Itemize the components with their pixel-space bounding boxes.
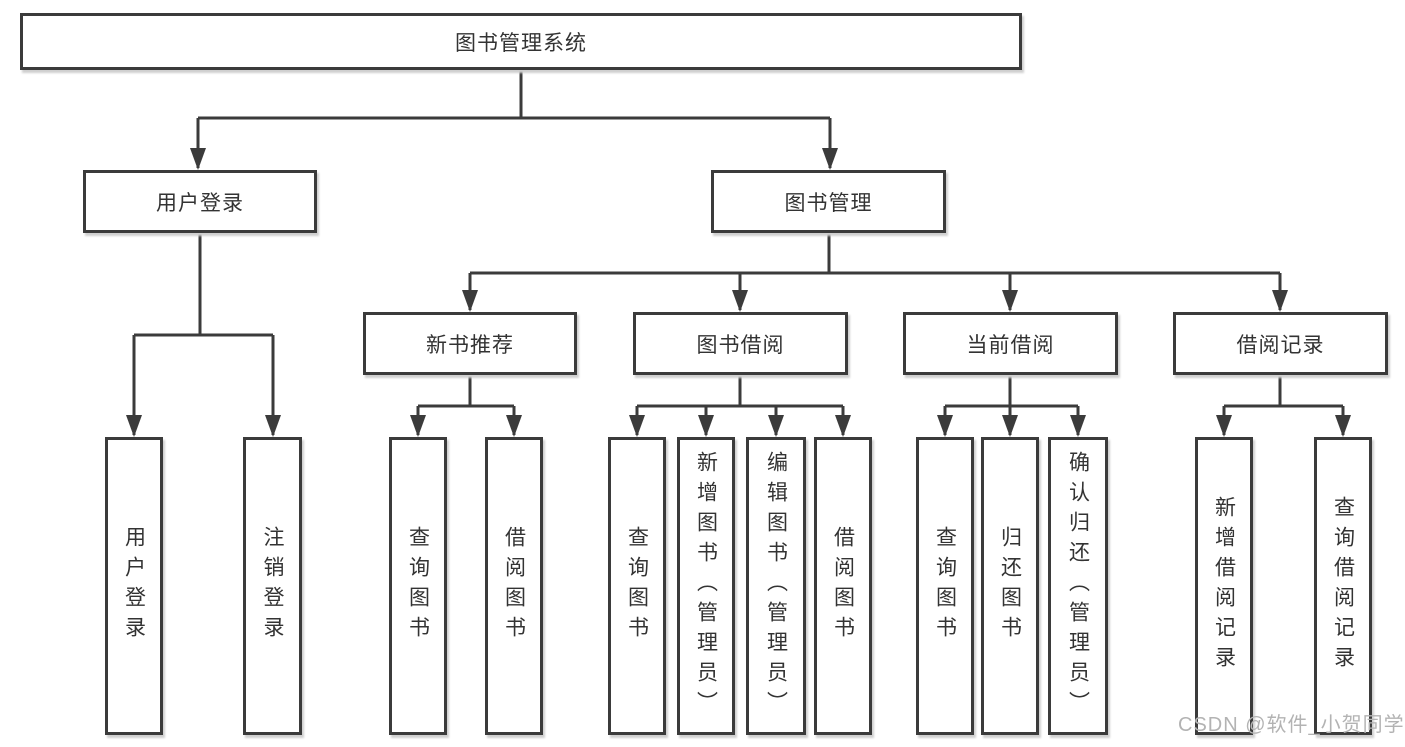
arrow-down-icon [1272, 290, 1288, 312]
leaf-borrow-books-recommend: 借阅图书 [485, 437, 543, 735]
node-borrowing-records: 借阅记录 [1173, 312, 1388, 375]
node-new-book-recommendation: 新书推荐 [363, 312, 577, 375]
node-book-management: 图书管理 [711, 170, 946, 233]
leaf-logout-login-label: 注销登录 [261, 526, 284, 646]
node-book-borrowing-label: 图书借阅 [696, 333, 785, 357]
arrow-down-icon [462, 290, 478, 312]
leaf-edit-books-admin: 编辑图书（管理员） [746, 437, 806, 735]
leaf-query-borrow-record-label: 查询借阅记录 [1331, 496, 1355, 676]
leaf-confirm-return-admin: 确认归还（管理员） [1048, 437, 1108, 735]
node-root-label: 图书管理系统 [455, 31, 587, 55]
leaf-query-borrow-record: 查询借阅记录 [1314, 437, 1372, 735]
leaf-return-books: 归还图书 [981, 437, 1039, 735]
arrow-down-icon [1335, 415, 1351, 437]
leaf-add-borrow-record: 新增借阅记录 [1195, 437, 1253, 735]
arrow-down-icon [768, 415, 784, 437]
arrow-down-icon [698, 415, 714, 437]
leaf-borrow-books-recommend-label: 借阅图书 [502, 526, 526, 646]
node-root: 图书管理系统 [20, 13, 1022, 70]
leaf-query-books-current: 查询图书 [916, 437, 974, 735]
node-user-login: 用户登录 [83, 170, 317, 233]
arrow-down-icon [190, 148, 206, 170]
arrow-down-icon [1002, 415, 1018, 437]
arrow-down-icon [1002, 290, 1018, 312]
leaf-return-books-label: 归还图书 [998, 526, 1022, 646]
node-book-borrowing: 图书借阅 [633, 312, 848, 375]
csdn-watermark: CSDN @软件_小贺同学 [1178, 714, 1405, 736]
connector-paths [132, 70, 1345, 435]
leaf-add-books-admin: 新增图书（管理员） [677, 437, 735, 735]
arrow-down-icon [126, 415, 142, 437]
node-borrowing-records-label: 借阅记录 [1236, 333, 1325, 357]
node-user-login-label: 用户登录 [156, 191, 244, 215]
leaf-user-login: 用户登录 [105, 437, 163, 735]
arrow-down-icon [937, 415, 953, 437]
arrow-down-icon [265, 415, 281, 437]
leaf-user-login-label: 用户登录 [122, 526, 146, 646]
leaf-add-books-admin-label: 新增图书（管理员） [694, 451, 718, 721]
leaf-query-books-borrowing: 查询图书 [608, 437, 666, 735]
arrowheads [126, 148, 1351, 437]
node-book-management-label: 图书管理 [784, 191, 873, 215]
node-current-borrowing: 当前借阅 [903, 312, 1118, 375]
leaf-query-books-borrowing-label: 查询图书 [625, 526, 649, 646]
leaf-query-books-recommend-label: 查询图书 [406, 526, 430, 646]
leaf-query-books-current-label: 查询图书 [933, 526, 957, 646]
leaf-logout-login: 注销登录 [243, 437, 302, 735]
arrow-down-icon [1216, 415, 1232, 437]
arrow-down-icon [410, 415, 426, 437]
arrow-down-icon [506, 415, 522, 437]
leaf-borrow-books-borrowing-label: 借阅图书 [831, 526, 855, 646]
leaf-confirm-return-admin-label: 确认归还（管理员） [1066, 451, 1090, 721]
leaf-query-books-recommend: 查询图书 [389, 437, 447, 735]
arrow-down-icon [835, 415, 851, 437]
node-current-borrowing-label: 当前借阅 [966, 333, 1055, 357]
leaf-add-borrow-record-label: 新增借阅记录 [1212, 496, 1236, 676]
leaf-edit-books-admin-label: 编辑图书（管理员） [764, 451, 788, 721]
node-new-book-recommendation-label: 新书推荐 [426, 333, 514, 357]
leaf-borrow-books-borrowing: 借阅图书 [814, 437, 872, 735]
arrow-down-icon [822, 148, 838, 170]
arrow-down-icon [732, 290, 748, 312]
arrow-down-icon [629, 415, 645, 437]
arrow-down-icon [1070, 415, 1086, 437]
